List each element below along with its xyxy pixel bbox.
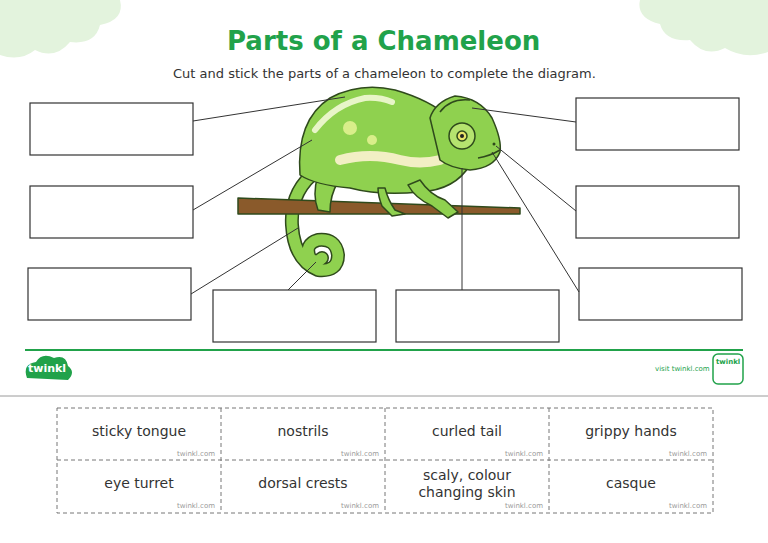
cutout-card: sticky tongue twinkl.com <box>57 408 221 460</box>
part-name: grippy hands <box>585 423 677 441</box>
watermark: twinkl.com <box>341 502 379 510</box>
watermark: twinkl.com <box>669 450 707 458</box>
leader-lines <box>191 97 579 294</box>
cutout-card: casque twinkl.com <box>549 460 713 512</box>
part-name: nostrils <box>277 423 328 441</box>
cutout-card: eye turret twinkl.com <box>57 460 221 512</box>
title: Parts of a Chameleon <box>227 26 540 56</box>
logo-text: twinkl <box>28 362 66 375</box>
cutout-card: nostrils twinkl.com <box>221 408 385 460</box>
cutout-card: scaly, colour changing skintwinkl.com <box>385 460 549 512</box>
card-grid <box>57 408 713 513</box>
watermark: twinkl.com <box>177 502 215 510</box>
badge-text: twinkl <box>716 358 740 366</box>
chameleon-illustration <box>238 87 520 270</box>
part-name: curled tail <box>432 423 502 441</box>
quality-badge <box>713 354 743 384</box>
logo-cloud <box>26 356 72 380</box>
part-name: sticky tongue <box>92 423 186 441</box>
corner-cloud <box>0 0 121 58</box>
site-link: visit twinkl.com <box>655 365 710 373</box>
watermark: twinkl.com <box>505 450 543 458</box>
cut-line <box>0 396 768 397</box>
part-name: scaly, colour changing skin <box>395 467 539 502</box>
cutout-card: grippy hands twinkl.com <box>549 408 713 460</box>
watermark: twinkl.com <box>669 502 707 510</box>
watermark: twinkl.com <box>505 502 543 510</box>
watermark: twinkl.com <box>341 450 379 458</box>
cutout-card: curled tail twinkl.com <box>385 408 549 460</box>
caption: Cut and stick the parts of a chameleon t… <box>173 66 596 81</box>
part-name: casque <box>606 475 656 493</box>
corner-cloud <box>639 0 768 55</box>
part-name: eye turret <box>104 475 173 493</box>
cutout-card: dorsal crests twinkl.com <box>221 460 385 512</box>
part-name: dorsal crests <box>258 475 347 493</box>
watermark: twinkl.com <box>177 450 215 458</box>
footer-rule <box>25 349 743 351</box>
